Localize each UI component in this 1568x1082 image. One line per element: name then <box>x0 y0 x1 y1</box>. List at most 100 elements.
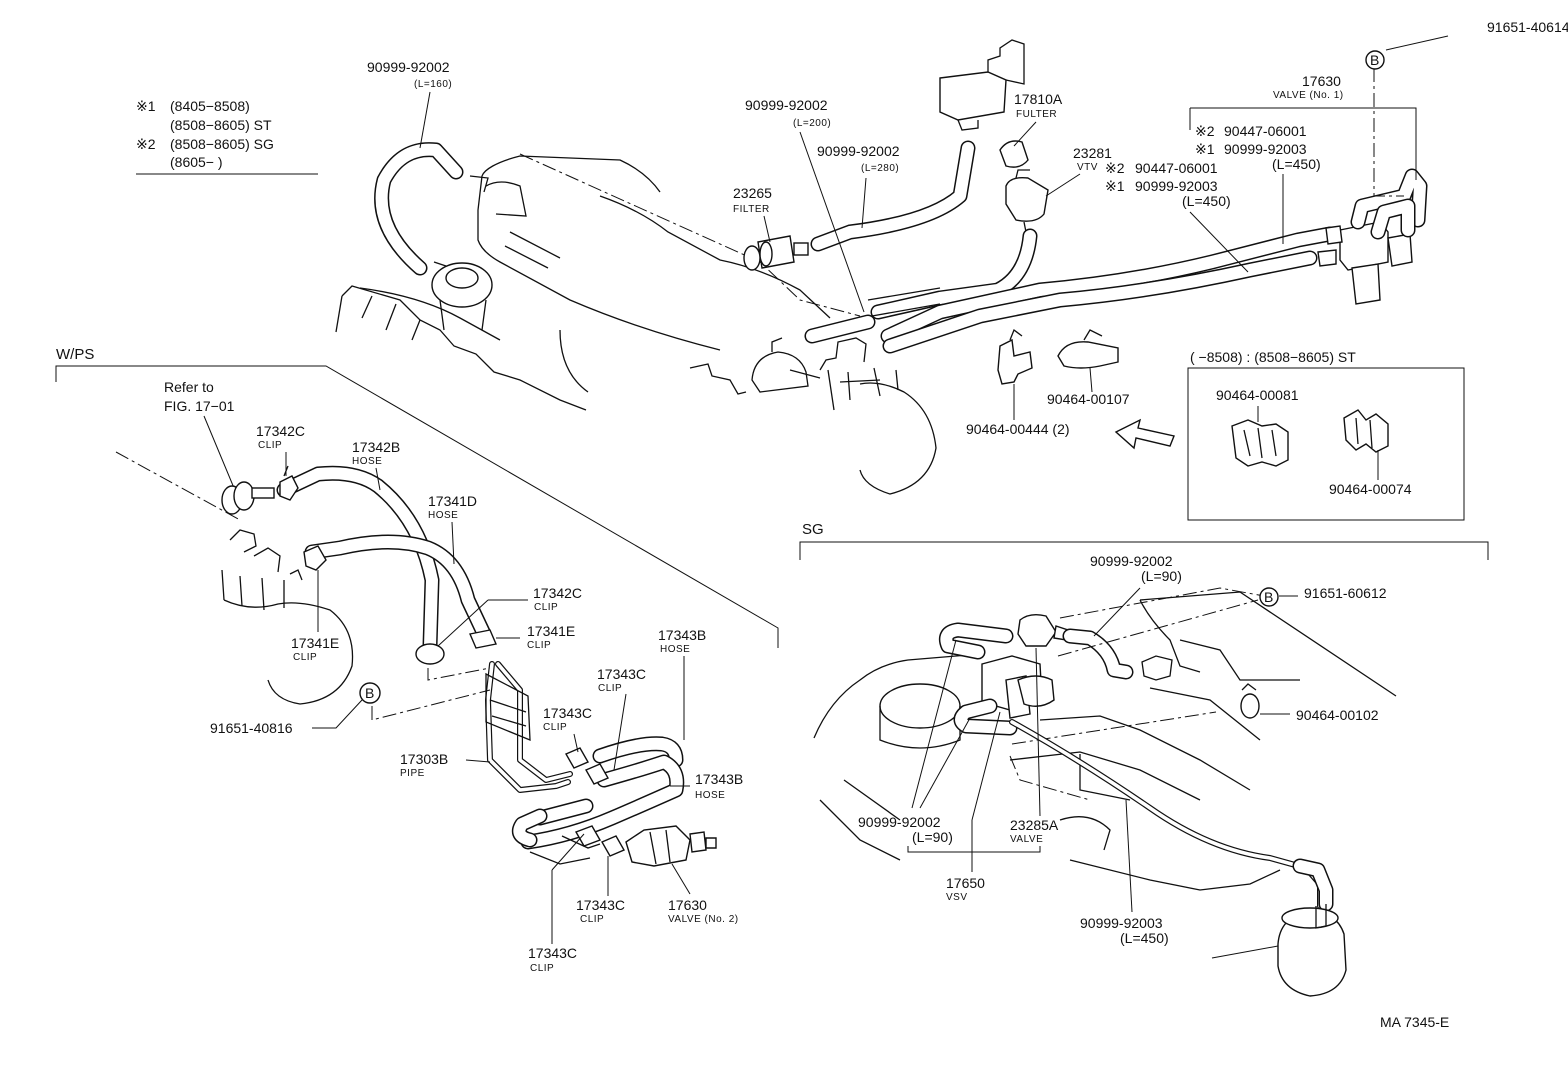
hose-l160 <box>374 91 489 276</box>
label-17341e-a-sub: CLIP <box>293 652 317 663</box>
leader-90464-00107 <box>1089 367 1093 393</box>
leader-17630-2 <box>671 863 691 895</box>
bracket-sg-hose90b <box>907 846 1041 853</box>
fulter-17810a <box>999 140 1029 168</box>
label-fulter-17810a-num: 17810A <box>1014 91 1063 107</box>
section-sg-title: SG <box>802 521 824 538</box>
legend-row-1: (8405−8508) <box>170 98 250 114</box>
label-17303b-num: 17303B <box>400 751 448 767</box>
sg-vsv-cluster <box>938 599 1259 736</box>
leader-17343c-d2 <box>551 833 585 871</box>
label-sg-91651-60612: 91651-60612 <box>1304 585 1387 601</box>
label-hose-l200-sub: (L=200) <box>793 118 831 129</box>
label-17343b-b-sub: HOSE <box>695 790 725 801</box>
wps-clip-17342c <box>279 465 299 501</box>
clip-90464-00107 <box>1057 329 1119 369</box>
section-wps-title: W/PS <box>56 346 94 363</box>
label-mid-ref2-num: 90999-92003 <box>1135 178 1218 194</box>
label-valve-17630-sub: VALVE (No. 1) <box>1273 90 1344 101</box>
drawing-number: MA 7345-E <box>1380 1014 1449 1030</box>
label-17341d-sub: HOSE <box>428 510 458 521</box>
arrow-pointer <box>1114 418 1175 450</box>
inset-box: ( −8508) : (8508−8605) ST <box>1187 349 1465 521</box>
leader-sg-hose90b-b <box>919 717 971 809</box>
label-hose-l160-num: 90999-92002 <box>367 59 450 75</box>
label-sg-hose90b-sub: (L=90) <box>912 829 953 845</box>
label-17342c-a-num: 17342C <box>256 423 305 439</box>
label-vtv-23281-sub: VTV <box>1077 162 1098 173</box>
label-17341e-a-num: 17341E <box>291 635 339 651</box>
label-91651-40816: 91651-40816 <box>210 720 293 736</box>
wps-hoses <box>276 465 492 654</box>
leader-fulter <box>1013 121 1037 147</box>
leader-91651-40614 <box>1385 35 1449 51</box>
label-17342c-a-sub: CLIP <box>258 440 282 451</box>
label-sg-hose450-sub: (L=450) <box>1120 930 1169 946</box>
label-right-ref2-num: 90999-92003 <box>1224 141 1307 157</box>
label-17343b-a-sub: HOSE <box>660 644 690 655</box>
legend-mark-1: ※1 <box>136 98 156 114</box>
section-sg-bracket <box>799 541 1489 560</box>
label-17341e-b-num: 17341E <box>527 623 575 639</box>
label-mid-ref2-sub: (L=450) <box>1182 193 1231 209</box>
circle-b-sg: B <box>1259 587 1279 607</box>
label-17343c-d-sub: CLIP <box>530 963 554 974</box>
leader-91651-40816 <box>312 699 363 729</box>
leader-reference <box>203 415 235 489</box>
leader-filter-23265 <box>763 215 771 243</box>
circle-b-wps: B <box>359 682 381 704</box>
valve-no2 <box>625 825 717 867</box>
label-17343c-c-num: 17343C <box>576 897 625 913</box>
charcoal-canister-top <box>939 39 1025 131</box>
legend: ※1 (8405−8508) (8508−8605) ST ※2 (8508−8… <box>136 98 318 175</box>
label-sg-hose450-num: 90999-92003 <box>1080 915 1163 931</box>
long-hose-group-top <box>804 226 1338 354</box>
wps-engine-body <box>115 451 354 705</box>
label-fulter-17810a-sub: FULTER <box>1016 109 1057 120</box>
legend-row-2: (8508−8605) ST <box>170 117 272 133</box>
circle-b-top-text: B <box>1370 52 1379 68</box>
label-sg-17650-sub: VSV <box>946 892 968 903</box>
b-link-dash <box>427 667 491 681</box>
leader-sg-hose90b-a <box>911 639 957 809</box>
wps-clip-17341e <box>303 545 327 571</box>
label-hose-l160-sub: (L=160) <box>414 79 452 90</box>
label-right-ref2-mark: ※1 <box>1195 141 1215 157</box>
clip-90464-00444 <box>997 328 1033 385</box>
label-90464-00081: 90464-00081 <box>1216 387 1299 403</box>
legend-row-3: (8508−8605) SG <box>170 136 274 152</box>
label-filter-23265-sub: FILTER <box>733 204 770 215</box>
legend-row-4: (8605− ) <box>170 154 223 170</box>
label-sg-hose90-num: 90999-92002 <box>1090 553 1173 569</box>
label-mid-ref1-num: 90447-06001 <box>1135 160 1218 176</box>
leader-hose-l280 <box>861 177 867 229</box>
wps-clip-lower <box>415 629 497 665</box>
label-mid-ref2-mark: ※1 <box>1105 178 1125 194</box>
label-sg-hose90b-num: 90999-92002 <box>858 814 941 830</box>
label-17342c-b-sub: CLIP <box>534 602 558 613</box>
label-17343b-a-num: 17343B <box>658 627 706 643</box>
inset-heading: ( −8508) : (8508−8605) ST <box>1190 349 1356 365</box>
label-17341e-b-sub: CLIP <box>527 640 551 651</box>
sg-engine-body <box>813 587 1397 891</box>
label-sg-90464-00102: 90464-00102 <box>1296 707 1379 723</box>
leader-valve-no1 <box>1189 107 1417 180</box>
label-17343c-b-sub: CLIP <box>543 722 567 733</box>
label-17303b-sub: PIPE <box>400 768 425 779</box>
engine-block-top <box>335 153 861 411</box>
label-17342b-sub: HOSE <box>352 456 382 467</box>
label-17343c-a-sub: CLIP <box>598 683 622 694</box>
leader-17342c-b2 <box>437 599 489 647</box>
label-17343c-d-num: 17343C <box>528 945 577 961</box>
label-91651-40614: 91651-40614 <box>1487 19 1568 35</box>
vtv-23281 <box>1005 169 1049 233</box>
leader-17341d <box>451 521 455 565</box>
label-17630-2-sub: VALVE (No. 2) <box>668 914 739 925</box>
sg-clip-90464-00102 <box>1240 683 1260 719</box>
label-90464-00074: 90464-00074 <box>1329 481 1412 497</box>
leader-17343c-a <box>613 693 627 771</box>
label-sg-23285a-sub: VALVE <box>1010 834 1043 845</box>
reference-line2: FIG. 17−01 <box>164 398 235 414</box>
reference-line1: Refer to <box>164 379 214 395</box>
leader-mid-ref <box>1189 211 1249 273</box>
